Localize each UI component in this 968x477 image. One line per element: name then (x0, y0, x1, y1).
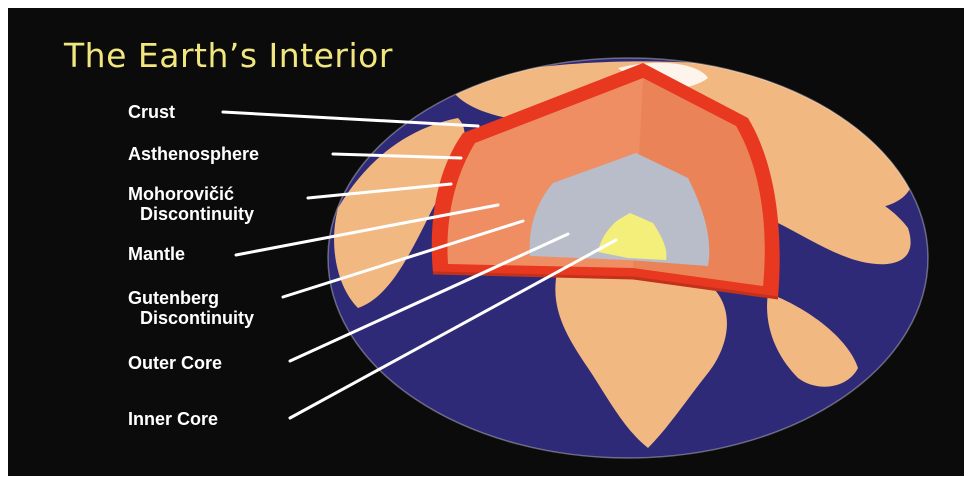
label-mantle: Mantle (128, 244, 185, 264)
label-crust: Crust (128, 102, 175, 122)
label-asthenosphere: Asthenosphere (128, 144, 259, 164)
diagram-title: The Earth’s Interior (64, 36, 393, 75)
label-moho-line1: Mohorovičić (128, 184, 234, 204)
label-inner-core: Inner Core (128, 409, 218, 429)
label-gutenberg-line2: Discontinuity (140, 308, 254, 328)
label-moho-line2: Discontinuity (140, 204, 254, 224)
label-gutenberg-line1: Gutenberg (128, 288, 219, 308)
label-outer-core: Outer Core (128, 353, 222, 373)
earth-diagram (8, 8, 964, 476)
diagram-frame: The Earth’s Interior Crust Asthenosphere… (8, 8, 964, 476)
